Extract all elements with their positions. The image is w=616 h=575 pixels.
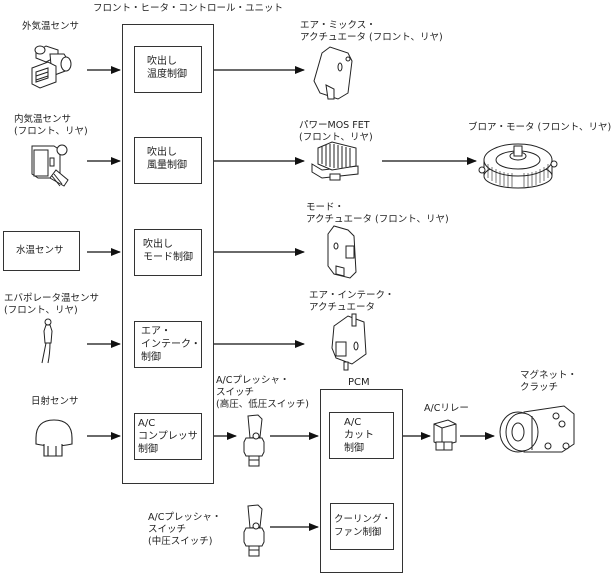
power-mosfet-icon	[311, 141, 359, 181]
output-blower-label: ブロア・モータ (フロント、リヤ)	[468, 122, 612, 133]
fhcu-title: フロント・ヒータ・コントロール・ユニット	[93, 3, 284, 14]
input-evap-label: エバポレータ温センサ (フロント、リヤ)	[4, 293, 100, 316]
block-temp-control-label: 吹出し 温度制御	[147, 56, 187, 80]
pressure-switch-hl-icon	[243, 414, 265, 467]
pressure-switch-mid-label: A/Cプレッシャ・ スイッチ (中圧スイッチ)	[148, 512, 222, 547]
input-water-box: 水温センサ	[3, 231, 80, 271]
ac-relay-icon	[433, 419, 457, 451]
output-modeact-label: モード・ アクチュエータ (フロント、リヤ)	[306, 202, 449, 225]
input-solar-label: 日射センサ	[31, 396, 79, 407]
ambient-temp-sensor-icon	[31, 45, 72, 89]
evaporator-temp-sensor-icon	[41, 318, 53, 364]
magnet-clutch-label: マグネット・ クラッチ	[520, 370, 578, 393]
output-airmix-label: エア・ミックス・ アクチュエータ (フロント、リヤ)	[300, 20, 443, 43]
ac-relay-label: A/Cリレー	[424, 403, 469, 414]
pressure-switch-mid-icon	[243, 504, 265, 557]
block-cooling-fan-control: クーリング・ ファン制御	[330, 503, 394, 550]
block-airflow-control: 吹出し 風量制御	[134, 137, 202, 184]
block-temp-control: 吹出し 温度制御	[134, 46, 202, 93]
block-ac-compressor-control-label: A/C コンプレッサ 制御	[138, 418, 198, 455]
cabin-temp-sensor-icon	[31, 144, 69, 187]
block-mode-control: 吹出し モード制御	[134, 229, 202, 276]
blower-motor-icon	[478, 143, 558, 189]
block-ac-compressor-control: A/C コンプレッサ 制御	[134, 413, 202, 460]
input-cabin-label: 内気温センサ (フロント、リヤ)	[14, 114, 88, 137]
block-intake-control-label: エア・ インテーク・ 制御	[141, 326, 201, 363]
input-water-label: 水温センサ	[16, 245, 64, 256]
output-mosfet-label: パワーMOS FET (フロント、リヤ)	[299, 120, 373, 143]
pressure-switch-hl-label: A/Cプレッシャ・ スイッチ (高圧、低圧スイッチ)	[216, 375, 309, 410]
block-airflow-control-label: 吹出し 風量制御	[147, 147, 187, 171]
solar-sensor-icon	[35, 419, 73, 457]
block-cooling-fan-control-label: クーリング・ ファン制御	[334, 514, 392, 538]
pcm-title: PCM	[348, 377, 370, 388]
block-ac-cut-control-label: A/C カット 制御	[344, 417, 374, 454]
magnet-clutch-compressor-icon	[499, 405, 575, 453]
air-intake-actuator-icon	[331, 313, 367, 371]
mode-actuator-icon	[327, 225, 357, 279]
block-intake-control: エア・ インテーク・ 制御	[134, 321, 202, 368]
block-ac-cut-control: A/C カット 制御	[329, 412, 394, 459]
air-mix-actuator-icon	[313, 46, 353, 100]
block-mode-control-label: 吹出し モード制御	[143, 239, 193, 263]
input-ambient-label: 外気温センサ	[22, 21, 80, 32]
output-intakeact-label: エア・インテーク・ アクチュエータ	[309, 290, 395, 313]
